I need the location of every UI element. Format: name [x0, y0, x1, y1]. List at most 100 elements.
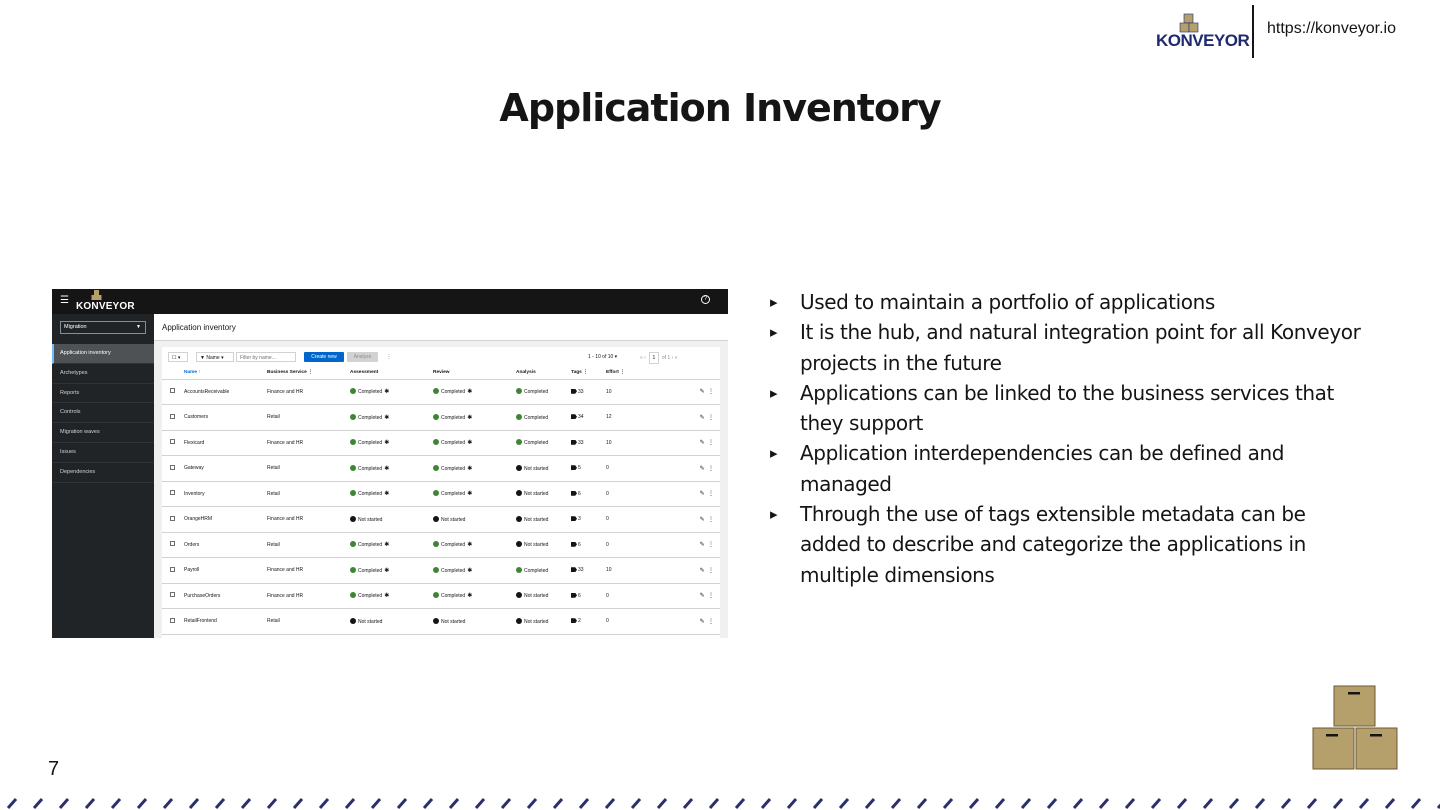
toolbar-kebab-icon[interactable]: ⋮	[386, 354, 392, 360]
review-details-icon[interactable]: ✱	[467, 414, 473, 421]
row-kebab-icon[interactable]: ⋮	[708, 618, 714, 625]
bullet-item: It is the hub, and natural integration p…	[770, 317, 1370, 378]
edit-pencil-icon[interactable]: ✎	[699, 542, 705, 549]
row-checkbox[interactable]	[170, 541, 175, 547]
row-checkbox[interactable]	[170, 490, 175, 496]
review-details-icon[interactable]: ✱	[467, 440, 473, 447]
row-kebab-icon[interactable]: ⋮	[708, 465, 714, 472]
edit-pencil-icon[interactable]: ✎	[699, 440, 705, 447]
review-details-icon[interactable]: ✱	[467, 542, 473, 549]
edit-pencil-icon[interactable]: ✎	[699, 389, 705, 396]
edit-pencil-icon[interactable]: ✎	[699, 593, 705, 600]
sidebar-item-issues[interactable]: Issues	[52, 443, 154, 463]
row-checkbox[interactable]	[170, 439, 175, 445]
row-checkbox[interactable]	[170, 617, 175, 623]
column-header-name[interactable]: Name ↑	[184, 367, 267, 380]
name-cell[interactable]: Flexicard	[184, 430, 267, 456]
review-details-icon[interactable]: ✱	[384, 491, 390, 498]
column-header-effort[interactable]: Effort ⋮	[606, 367, 658, 380]
row-kebab-icon[interactable]: ⋮	[708, 567, 714, 574]
edit-pencil-icon[interactable]: ✎	[699, 567, 705, 574]
name-cell[interactable]: RetailFrontend	[184, 608, 267, 635]
boxes-logo-icon	[1179, 13, 1199, 33]
perspective-select[interactable]: Migration ▼	[60, 321, 146, 334]
app-page-header: Application inventory	[154, 314, 728, 341]
review-details-icon[interactable]: ✱	[384, 414, 390, 421]
column-header-tags[interactable]: Tags ⋮	[571, 367, 606, 380]
row-kebab-icon[interactable]: ⋮	[708, 542, 714, 549]
review-details-icon[interactable]: ✱	[467, 567, 473, 574]
row-kebab-icon[interactable]: ⋮	[708, 491, 714, 498]
filter-field-select[interactable]: ▼ Name ▾	[196, 352, 234, 362]
edit-pencil-icon[interactable]: ✎	[699, 414, 705, 421]
column-header-review[interactable]: Review	[433, 367, 516, 380]
tag-icon	[571, 414, 577, 420]
sidebar-item-controls[interactable]: Controls	[52, 403, 154, 424]
row-kebab-icon[interactable]: ⋮	[708, 389, 714, 396]
row-checkbox[interactable]	[170, 566, 175, 572]
hamburger-icon[interactable]: ☰	[60, 295, 69, 306]
column-header-analysis[interactable]: Analysis	[516, 367, 571, 380]
name-cell[interactable]: OrangeHRM	[184, 506, 267, 533]
review-details-icon[interactable]: ✱	[467, 465, 473, 472]
review-details-icon[interactable]: ✱	[467, 491, 473, 498]
row-checkbox[interactable]	[170, 413, 175, 419]
column-header-business-service[interactable]: Business Service ⋮	[267, 367, 350, 380]
hatch-mark	[1072, 798, 1084, 809]
sidebar-item-dependencies[interactable]: Dependencies	[52, 463, 154, 483]
name-cell[interactable]: Payroll	[184, 557, 267, 584]
sidebar-item-migration-waves[interactable]: Migration waves	[52, 423, 154, 443]
application-table: Name ↑ Business Service ⋮ Assessment Rev…	[162, 367, 720, 635]
name-cell[interactable]: Gateway	[184, 455, 267, 482]
column-header-assessment[interactable]: Assessment	[350, 367, 433, 380]
row-checkbox[interactable]	[170, 464, 175, 470]
name-cell[interactable]: Customers	[184, 404, 267, 431]
create-new-button[interactable]: Create new	[304, 352, 344, 362]
pagination-range[interactable]: 1 - 10 of 10 ▾	[588, 354, 618, 360]
brand-url[interactable]: https://konveyor.io	[1267, 20, 1396, 37]
row-checkbox[interactable]	[170, 592, 175, 598]
review-details-icon[interactable]: ✱	[467, 389, 473, 396]
check-circle-icon	[433, 566, 439, 573]
row-kebab-icon[interactable]: ⋮	[708, 414, 714, 421]
row-kebab-icon[interactable]: ⋮	[708, 516, 714, 523]
sidebar-item-application-inventory[interactable]: Application inventory	[52, 344, 154, 364]
bulk-select[interactable]: ☐ ▾	[168, 352, 188, 362]
row-checkbox[interactable]	[170, 388, 175, 394]
row-kebab-icon[interactable]: ⋮	[708, 440, 714, 447]
sidebar-item-reports[interactable]: Reports	[52, 384, 154, 404]
review-details-icon[interactable]: ✱	[384, 389, 390, 396]
analyze-button[interactable]: Analyze	[347, 352, 378, 362]
edit-pencil-icon[interactable]: ✎	[699, 465, 705, 472]
sidebar-item-archetypes[interactable]: Archetypes	[52, 364, 154, 384]
edit-pencil-icon[interactable]: ✎	[699, 618, 705, 625]
help-icon[interactable]: ?	[701, 295, 710, 304]
name-cell[interactable]: Inventory	[184, 481, 267, 507]
review-details-icon[interactable]: ✱	[384, 465, 390, 472]
row-checkbox[interactable]	[170, 515, 175, 521]
review-details-icon[interactable]: ✱	[467, 593, 473, 600]
review-details-icon[interactable]: ✱	[384, 440, 390, 447]
review-details-icon[interactable]: ✱	[384, 542, 390, 549]
filter-input[interactable]: Filter by name...	[236, 352, 296, 362]
row-kebab-icon[interactable]: ⋮	[708, 593, 714, 600]
name-cell[interactable]: Orders	[184, 532, 267, 558]
page-input[interactable]: 1	[648, 352, 659, 364]
review-details-icon[interactable]: ✱	[384, 567, 390, 574]
hatch-mark	[526, 798, 538, 809]
name-cell[interactable]: AccountsReceivable	[184, 379, 267, 405]
edit-pencil-icon[interactable]: ✎	[699, 516, 705, 523]
edit-pencil-icon[interactable]: ✎	[699, 491, 705, 498]
review-details-icon[interactable]: ✱	[384, 593, 390, 600]
name-cell[interactable]: PurchaseOrders	[184, 583, 267, 609]
